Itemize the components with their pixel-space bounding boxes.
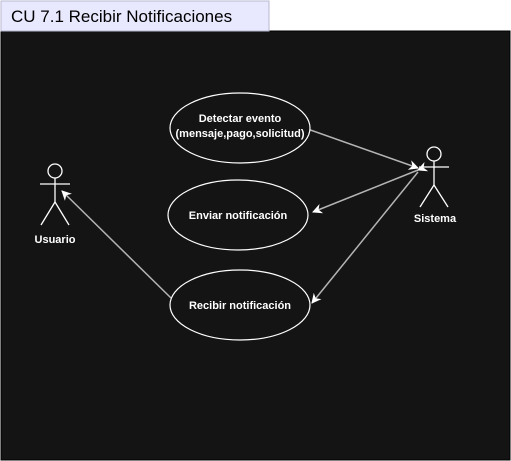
use-case-label-line2: (mensaje,pago,solicitud) — [176, 128, 305, 140]
edge-recibir-usuario — [61, 190, 172, 299]
actor-sistema[interactable]: Sistema — [414, 146, 457, 225]
actor-label: Sistema — [414, 213, 457, 225]
diagram-title: CU 7.1 Recibir Notificaciones — [11, 7, 232, 26]
edge-sistema-recibir — [311, 171, 419, 304]
edge-detectar-sistema — [301, 126, 419, 170]
title-tab — [0, 0, 270, 32]
use-case-detectar[interactable]: Detectar evento (mensaje,pago,solicitud) — [169, 92, 311, 164]
use-case-label: Recibir notificación — [189, 300, 291, 312]
stick-figure-icon — [40, 163, 70, 226]
edge-sistema-enviar — [312, 162, 429, 214]
use-case-enviar[interactable]: Enviar notificación — [167, 179, 309, 251]
use-case-label-line1: Detectar evento — [199, 113, 282, 125]
relations — [61, 126, 429, 304]
use-case-ellipse — [167, 179, 309, 251]
use-case-label: Enviar notificación — [189, 210, 288, 222]
stick-figure-icon — [419, 146, 449, 208]
actor-label: Usuario — [35, 234, 76, 246]
use-case-ellipse — [169, 92, 311, 164]
actor-usuario[interactable]: Usuario — [35, 163, 76, 246]
use-case-ellipse — [169, 269, 311, 341]
use-case-recibir[interactable]: Recibir notificación — [169, 269, 311, 341]
